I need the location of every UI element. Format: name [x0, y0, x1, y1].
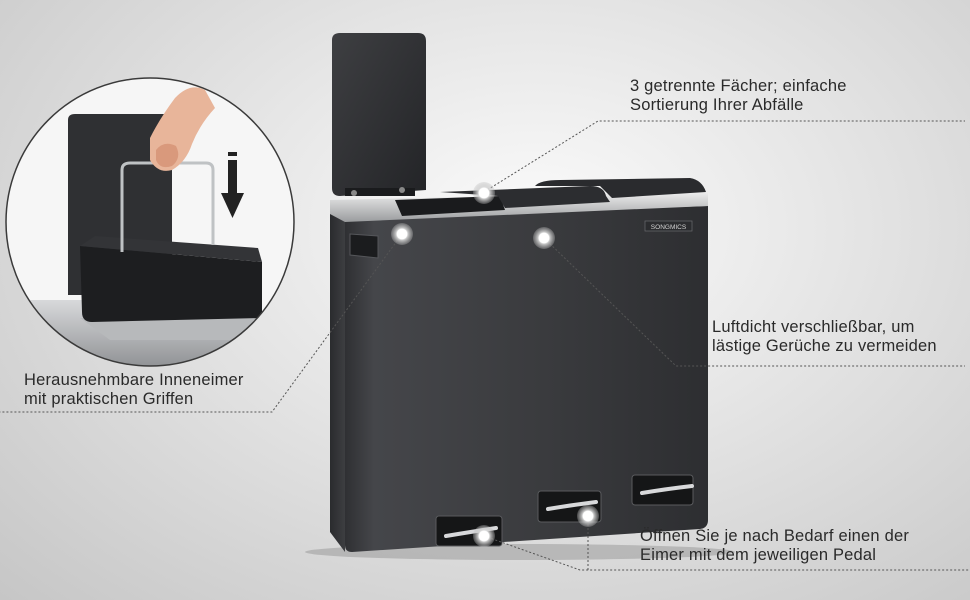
callout-compartments-line2: Sortierung Ihrer Abfälle [630, 96, 804, 114]
callout-buckets-line2: mit praktischen Griffen [24, 390, 194, 408]
callout-pedal: Öffnen Sie je nach Bedarf einen der Eime… [640, 527, 909, 565]
hotspot-dot-icon [533, 227, 555, 249]
brand-label: SONGMICS [651, 224, 687, 231]
callout-airtight-line1: Luftdicht verschließbar, um [712, 318, 915, 336]
hotspot-dot-icon [473, 525, 495, 547]
callout-airtight: Luftdicht verschließbar, um lästige Gerü… [712, 318, 937, 356]
callout-buckets-line1: Herausnehmbare Inneneimer [24, 371, 244, 389]
callout-compartments: 3 getrennte Fächer; einfache Sortierung … [630, 77, 847, 115]
arrow-down-icon [221, 152, 244, 218]
callout-pedal-line1: Öffnen Sie je nach Bedarf einen der [640, 527, 910, 545]
callout-lines [0, 120, 970, 571]
callout-pedal-line2: Eimer mit dem jeweiligen Pedal [640, 546, 877, 564]
hotspot-dot-icon [473, 182, 495, 204]
callout-airtight-line2: lästige Gerüche zu vermeiden [712, 337, 937, 355]
callout-compartments-line1: 3 getrennte Fächer; einfache [630, 77, 847, 95]
hotspot-dots [391, 182, 599, 547]
hotspot-dot-icon [391, 223, 413, 245]
hotspot-dot-icon [577, 505, 599, 527]
trash-bin: SONGMICS [305, 33, 735, 560]
detail-inset [5, 77, 295, 367]
pedal-right [631, 474, 694, 506]
callout-buckets: Herausnehmbare Inneneimer mit praktische… [24, 371, 244, 409]
